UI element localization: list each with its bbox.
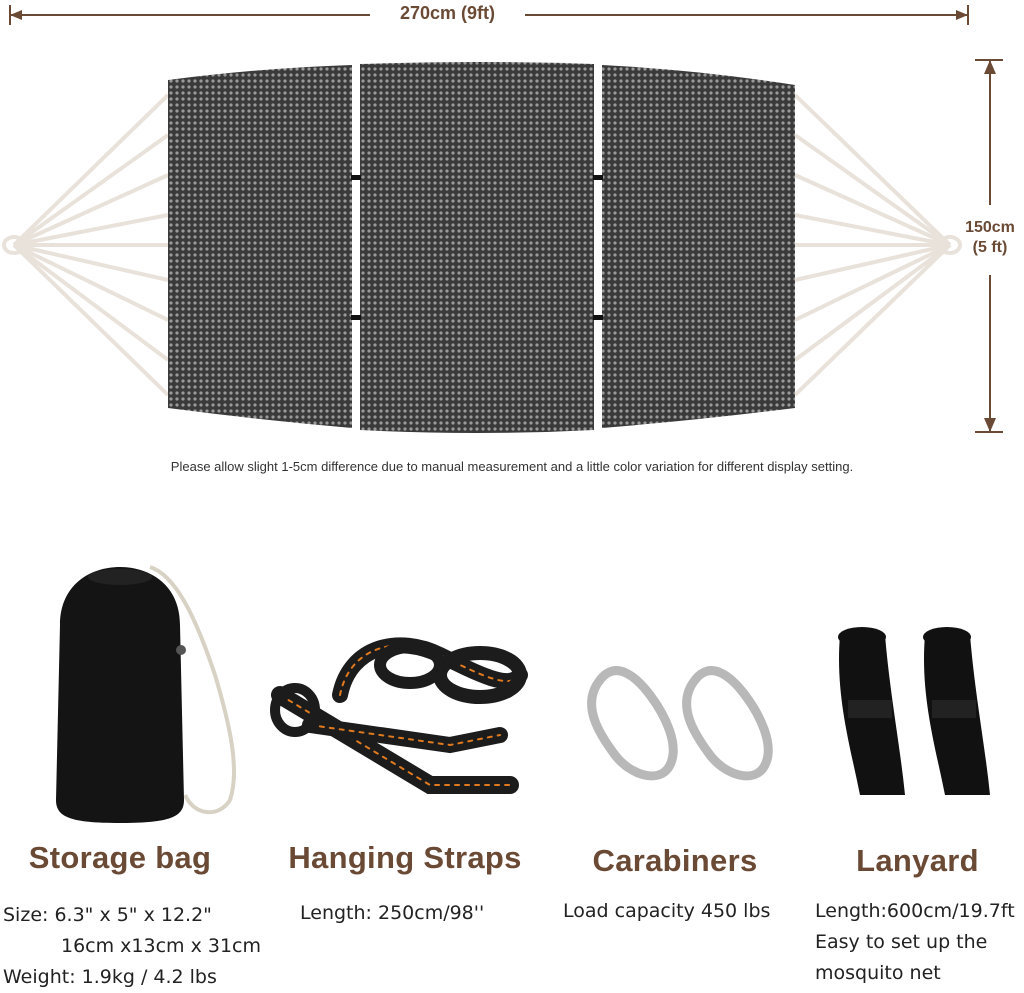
- hanging-straps-image: [270, 637, 528, 794]
- lanyard-title: Lanyard: [856, 843, 979, 878]
- right-ropes: [793, 93, 952, 397]
- lanyard-image: [838, 627, 990, 795]
- storage-bag-weight: Weight: 1.9kg / 4.2 lbs: [3, 966, 217, 988]
- fabric-panel-right: [602, 65, 795, 428]
- lanyard-use-line1: Easy to set up the: [815, 931, 988, 953]
- measurement-note: Please allow slight 1-5cm difference due…: [170, 459, 854, 474]
- fabric-panel-center: [360, 62, 594, 433]
- hanging-straps-title: Hanging Straps: [288, 840, 522, 875]
- storage-bag-image: [56, 565, 236, 823]
- carabiners-capacity: Load capacity 450 lbs: [563, 900, 771, 922]
- carabiners-title: Carabiners: [592, 843, 758, 878]
- height-dimension-line: [975, 59, 1003, 433]
- left-ropes: [12, 93, 170, 397]
- right-ring: [938, 235, 962, 255]
- storage-bag-specs: Size: 6.3" x 5" x 12.2" 16cm x13cm x 31c…: [3, 900, 261, 993]
- height-label-line1: 150cm: [965, 219, 1015, 236]
- storage-bag-title: Storage bag: [28, 840, 212, 875]
- lanyard-use-line2: mosquito net: [815, 962, 941, 984]
- hanging-straps-length: Length: 250cm/98'': [300, 902, 485, 924]
- height-label-line2: (5 ft): [972, 239, 1008, 256]
- width-label: 270cm (9ft): [399, 3, 496, 23]
- fabric-panel-left: [168, 65, 352, 428]
- lanyard-length: Length:600cm/19.7ft: [815, 900, 1015, 922]
- storage-bag-size-cm: 16cm x13cm x 31cm: [61, 935, 262, 957]
- height-label: 150cm (5 ft): [955, 218, 1024, 258]
- storage-bag-size: Size: 6.3" x 5" x 12.2": [3, 904, 212, 926]
- left-ring: [2, 235, 26, 255]
- carabiners-image: [587, 666, 773, 781]
- product-images: [56, 565, 990, 823]
- lanyard-specs: Length:600cm/19.7ft Easy to set up the m…: [815, 896, 1015, 989]
- hammock-diagram: [2, 5, 1003, 433]
